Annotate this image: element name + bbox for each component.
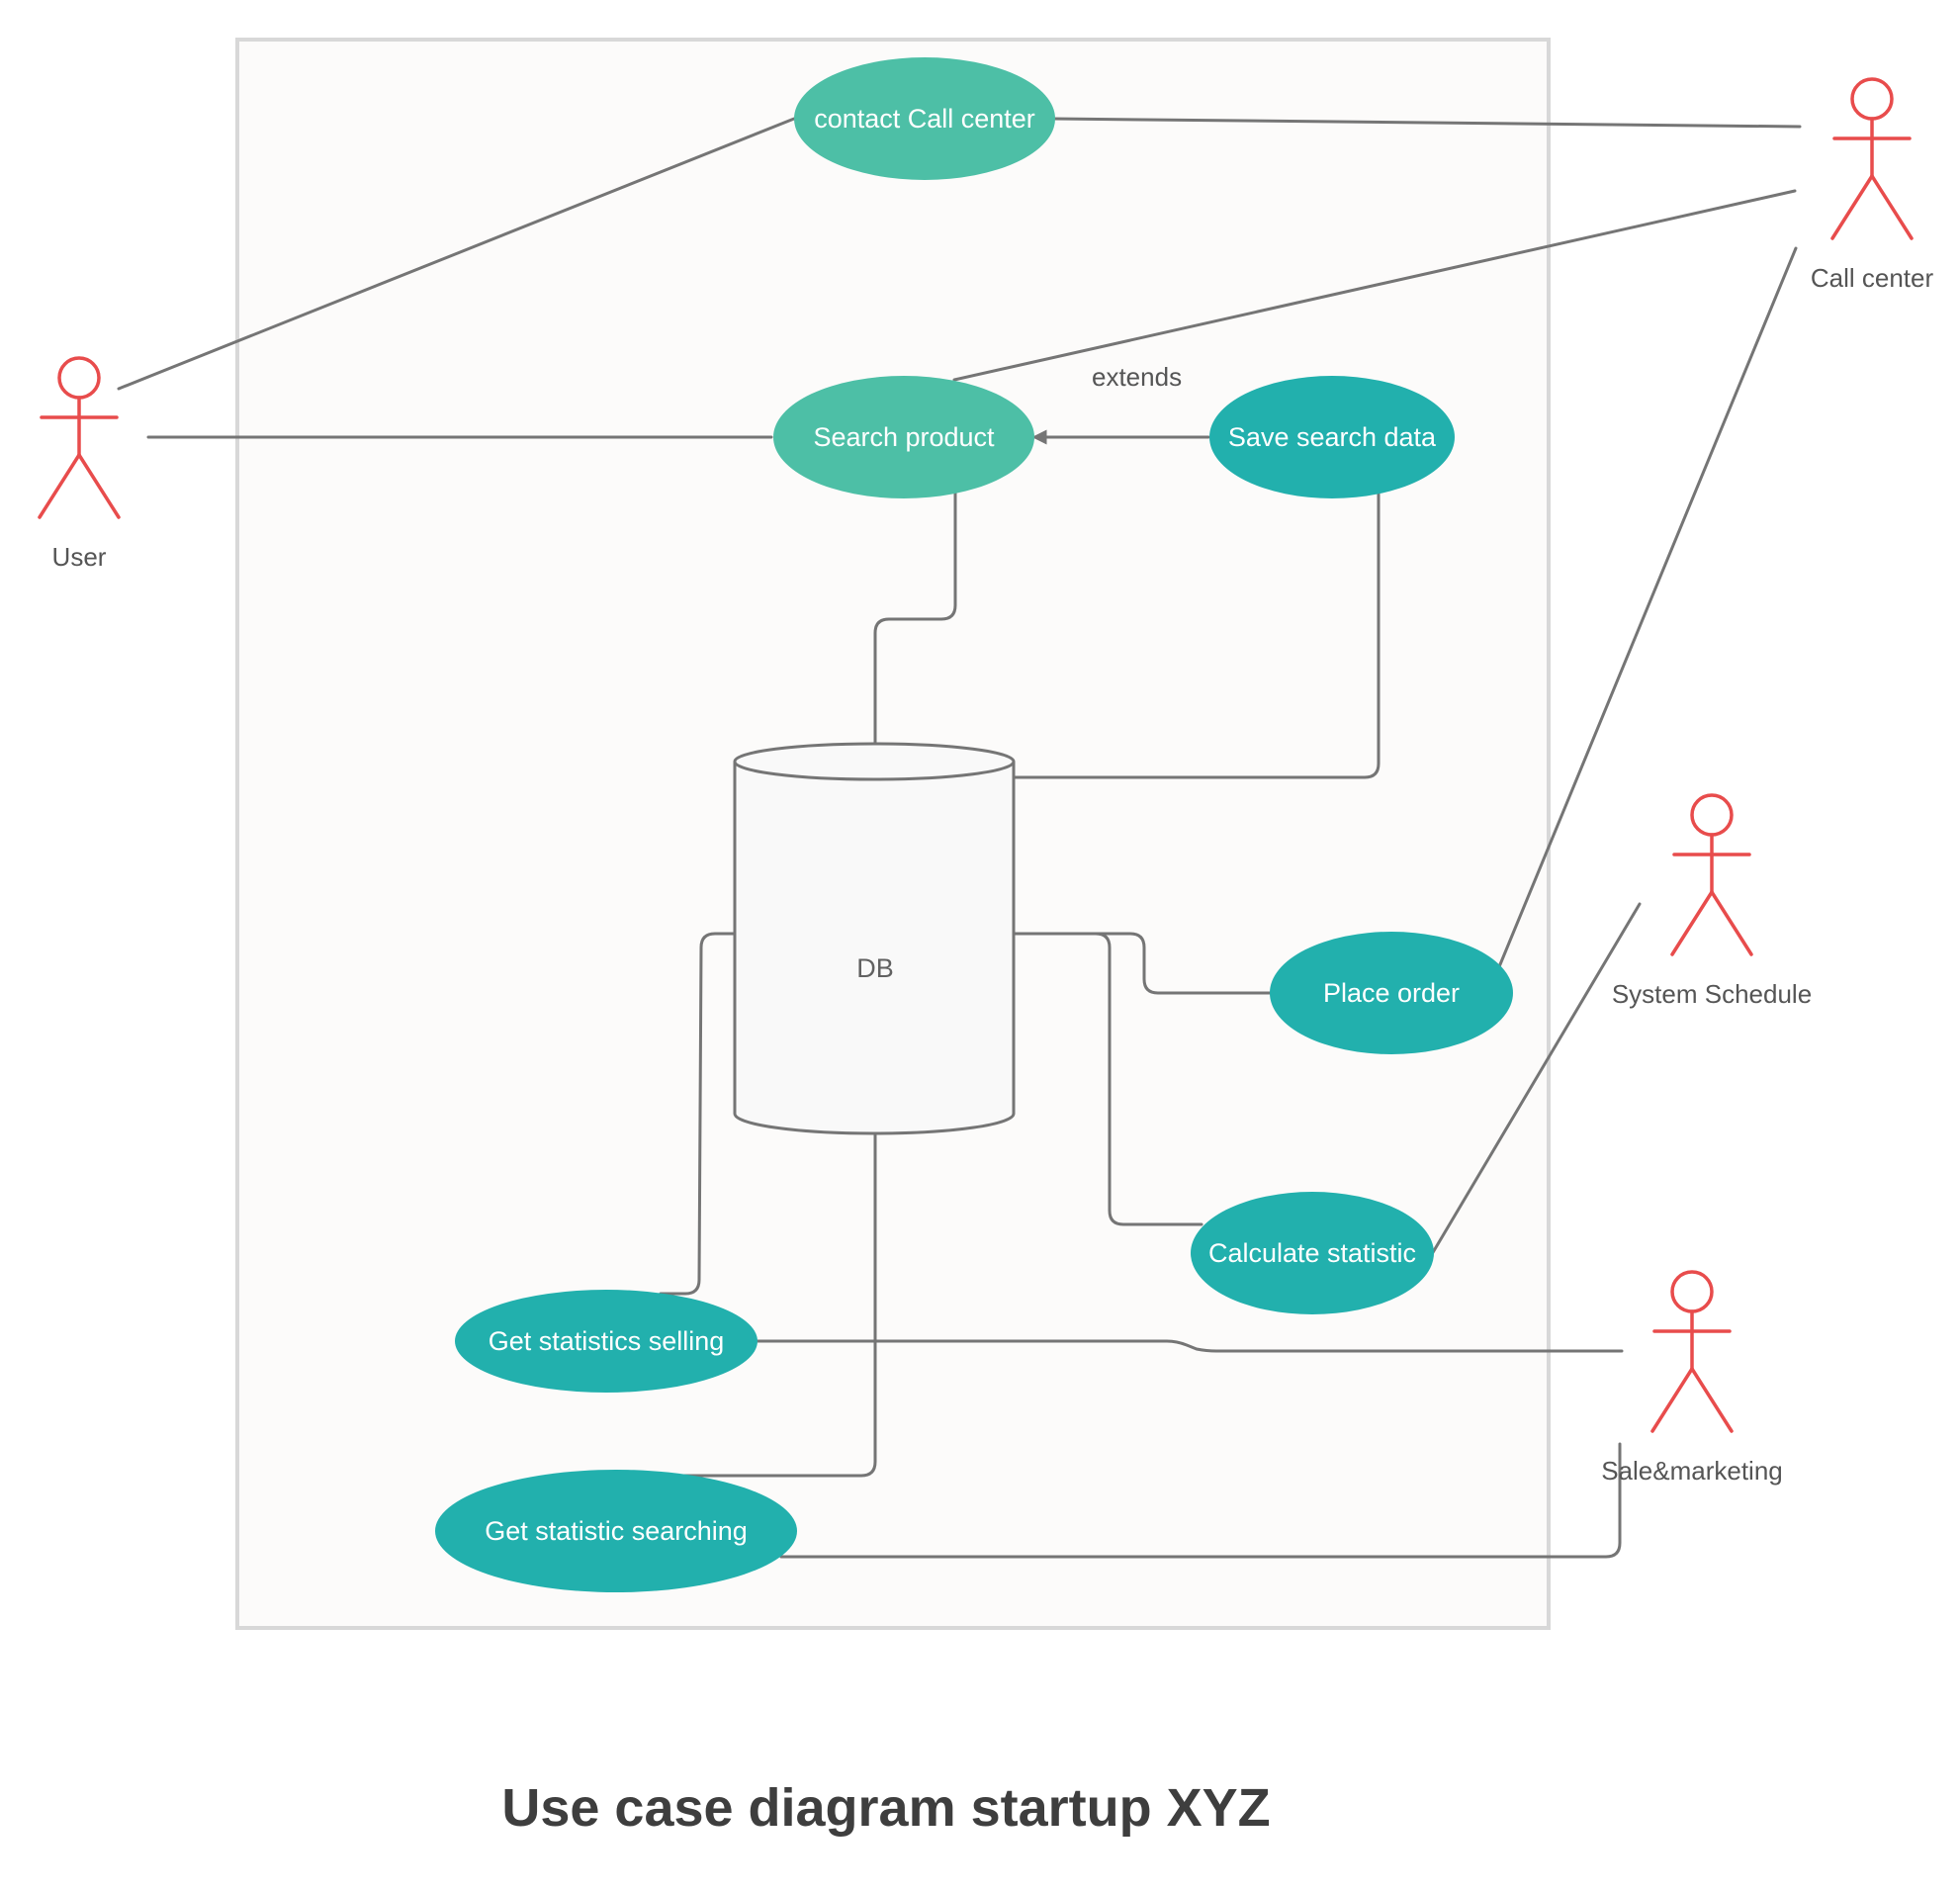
database: DB [733, 742, 1016, 1135]
line-contact-call-center-call-center [1051, 117, 1802, 129]
use-case-label: contact Call center [814, 104, 1035, 134]
line-db-get-statistic-searching [682, 1131, 877, 1478]
extends-label: extends [1092, 362, 1182, 392]
actor-label: System Schedule [1612, 979, 1812, 1009]
use-case-contact-call-center[interactable]: contact Call center [794, 57, 1055, 180]
line-save-search-data-db [1013, 491, 1381, 779]
line-db-place-order [1013, 932, 1272, 995]
line-get-statistics-selling-sale-marketing [755, 1339, 1624, 1353]
actor-sale-marketing[interactable]: Sale&marketing [1601, 1270, 1783, 1486]
line-user-contact-call-center [117, 117, 796, 391]
use-case-get-statistic-searching[interactable]: Get statistic searching [435, 1470, 797, 1592]
use-case-label: Get statistics selling [489, 1326, 725, 1356]
use-case-label: Save search data [1228, 422, 1437, 452]
db-top [733, 742, 1016, 781]
diagram-title: Use case diagram startup XYZ [501, 1778, 1270, 1838]
actor-system-schedule[interactable]: System Schedule [1612, 793, 1812, 1009]
use-case-place-order[interactable]: Place order [1270, 932, 1513, 1054]
actor-label: User [52, 542, 107, 572]
line-system-schedule-calculate-statistic [1430, 902, 1642, 1256]
use-case-label: Calculate statistic [1208, 1238, 1416, 1268]
actor-user[interactable]: User [38, 356, 121, 572]
use-case-calculate-statistic[interactable]: Calculate statistic [1191, 1192, 1434, 1314]
line-search-product-db [873, 491, 957, 749]
stick-figure-icon [1670, 793, 1753, 956]
db-label: DB [856, 953, 894, 983]
use-case-save-search-data[interactable]: Save search data [1209, 376, 1455, 498]
actor-call-center[interactable]: Call center [1811, 77, 1934, 293]
line-call-center-place-order [1496, 246, 1798, 971]
actor-label: Sale&marketing [1601, 1456, 1783, 1486]
stick-figure-icon [38, 356, 121, 519]
line-call-center-search-product [952, 189, 1797, 382]
use-case-label: Search product [813, 422, 995, 452]
stick-figure-icon [1830, 77, 1914, 240]
db-body [733, 762, 1016, 1135]
use-case-label: Place order [1323, 978, 1460, 1008]
use-case-get-statistics-selling[interactable]: Get statistics selling [455, 1290, 757, 1393]
use-case-label: Get statistic searching [485, 1516, 748, 1546]
stick-figure-icon [1650, 1270, 1734, 1433]
line-db-get-statistics-selling [659, 932, 737, 1296]
connectors [117, 117, 1802, 1559]
line-get-statistic-searching-sale-marketing [779, 1442, 1622, 1559]
line-db-calculate-statistic [1013, 932, 1203, 1226]
use-case-search-product[interactable]: Search product [773, 376, 1034, 498]
actor-label: Call center [1811, 263, 1934, 293]
